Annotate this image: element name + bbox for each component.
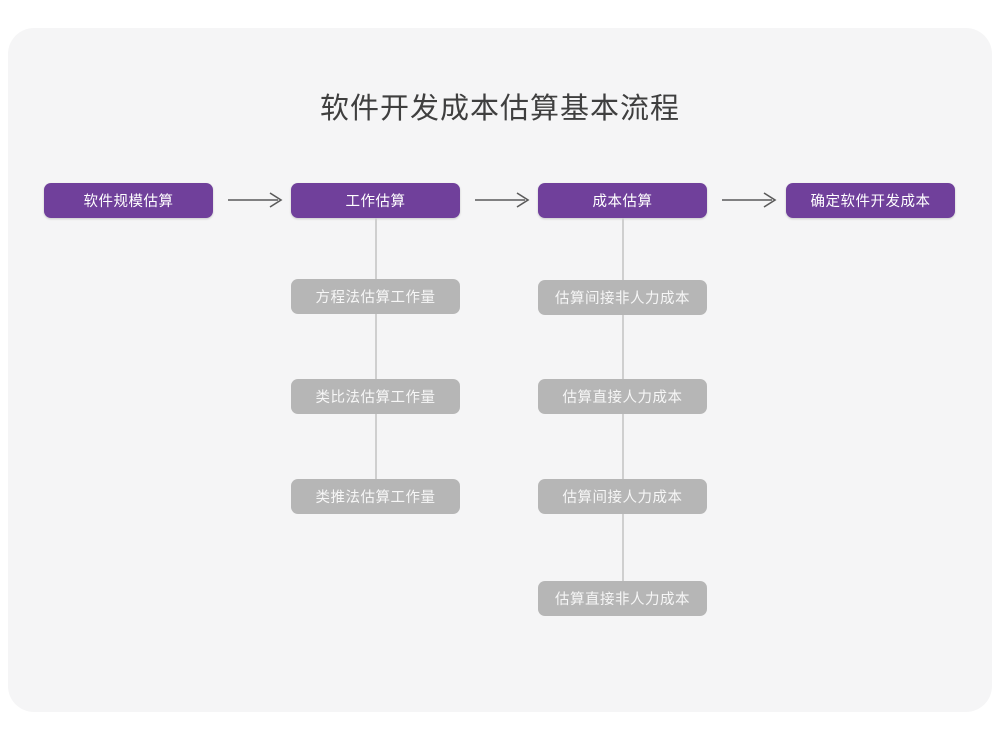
arrow-right-icon-3 — [722, 191, 780, 209]
sub-node-stage-3-4[interactable]: 估算直接非人力成本 — [538, 581, 707, 616]
flow-node-stage-2[interactable]: 工作估算 — [291, 183, 460, 218]
sub-node-stage-3-2[interactable]: 估算直接人力成本 — [538, 379, 707, 414]
sub-node-stage-3-1[interactable]: 估算间接非人力成本 — [538, 280, 707, 315]
sub-node-stage-2-3[interactable]: 类推法估算工作量 — [291, 479, 460, 514]
page-title: 软件开发成本估算基本流程 — [319, 91, 680, 125]
flow-node-stage-4[interactable]: 确定软件开发成本 — [786, 183, 955, 218]
arrow-right-icon-1 — [228, 191, 286, 209]
sub-node-stage-2-2[interactable]: 类比法估算工作量 — [291, 379, 460, 414]
flow-node-stage-3[interactable]: 成本估算 — [538, 183, 707, 218]
sub-node-stage-2-1[interactable]: 方程法估算工作量 — [291, 279, 460, 314]
connector-line-stage-3 — [621, 218, 624, 616]
sub-node-stage-3-3[interactable]: 估算间接人力成本 — [538, 479, 707, 514]
arrow-right-icon-2 — [475, 191, 533, 209]
flow-node-stage-1[interactable]: 软件规模估算 — [44, 183, 213, 218]
connector-line-stage-2 — [374, 218, 377, 514]
diagram-canvas — [8, 28, 992, 712]
